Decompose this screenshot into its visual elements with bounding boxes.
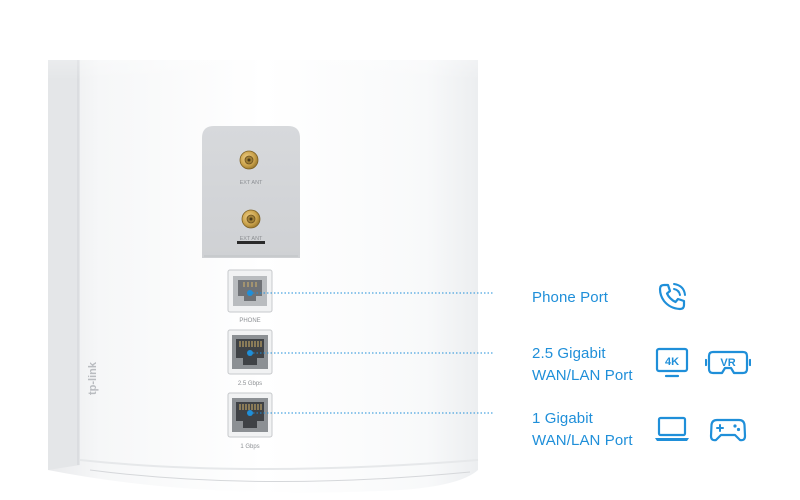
gamepad-icon [709, 418, 747, 442]
svg-text:VR: VR [720, 357, 735, 369]
vr-headset-icon: VR [705, 350, 751, 375]
brand-logo: tp-link [87, 361, 99, 395]
callout-1g-line2: WAN/LAN Port [532, 432, 633, 449]
antenna-panel [202, 126, 300, 258]
antenna-label-2: EXT ANT [240, 236, 263, 242]
4k-display-icon: 4K [655, 347, 689, 378]
callout-line-phone [247, 290, 494, 296]
phone-port-label: PHONE [239, 318, 260, 324]
svg-text:4K: 4K [665, 356, 679, 368]
callout-25g-port: 2.5 Gigabit WAN/LAN Port [532, 343, 633, 387]
callout-25g-line2: WAN/LAN Port [532, 367, 633, 384]
laptop-icon [655, 416, 689, 441]
wan-lan-1g-port-label: 1 Gbps [240, 444, 259, 450]
callout-1g-line1: 1 Gigabit [532, 410, 593, 427]
wan-lan-25g-port-label: 2.5 Gbps [238, 381, 262, 387]
callout-1g-port: 1 Gigabit WAN/LAN Port [532, 408, 633, 452]
antenna-connector-2 [241, 209, 261, 229]
callout-phone-port: Phone Port [532, 287, 608, 309]
callout-phone-line1: Phone Port [532, 289, 609, 306]
callout-line-1g [247, 410, 494, 416]
antenna-label-1: EXT ANT [240, 180, 263, 186]
callout-25g-line1: 2.5 Gigabit [532, 345, 606, 362]
phone-call-icon [658, 283, 686, 311]
antenna-connector-1 [239, 150, 259, 170]
callout-line-25g [247, 350, 494, 356]
